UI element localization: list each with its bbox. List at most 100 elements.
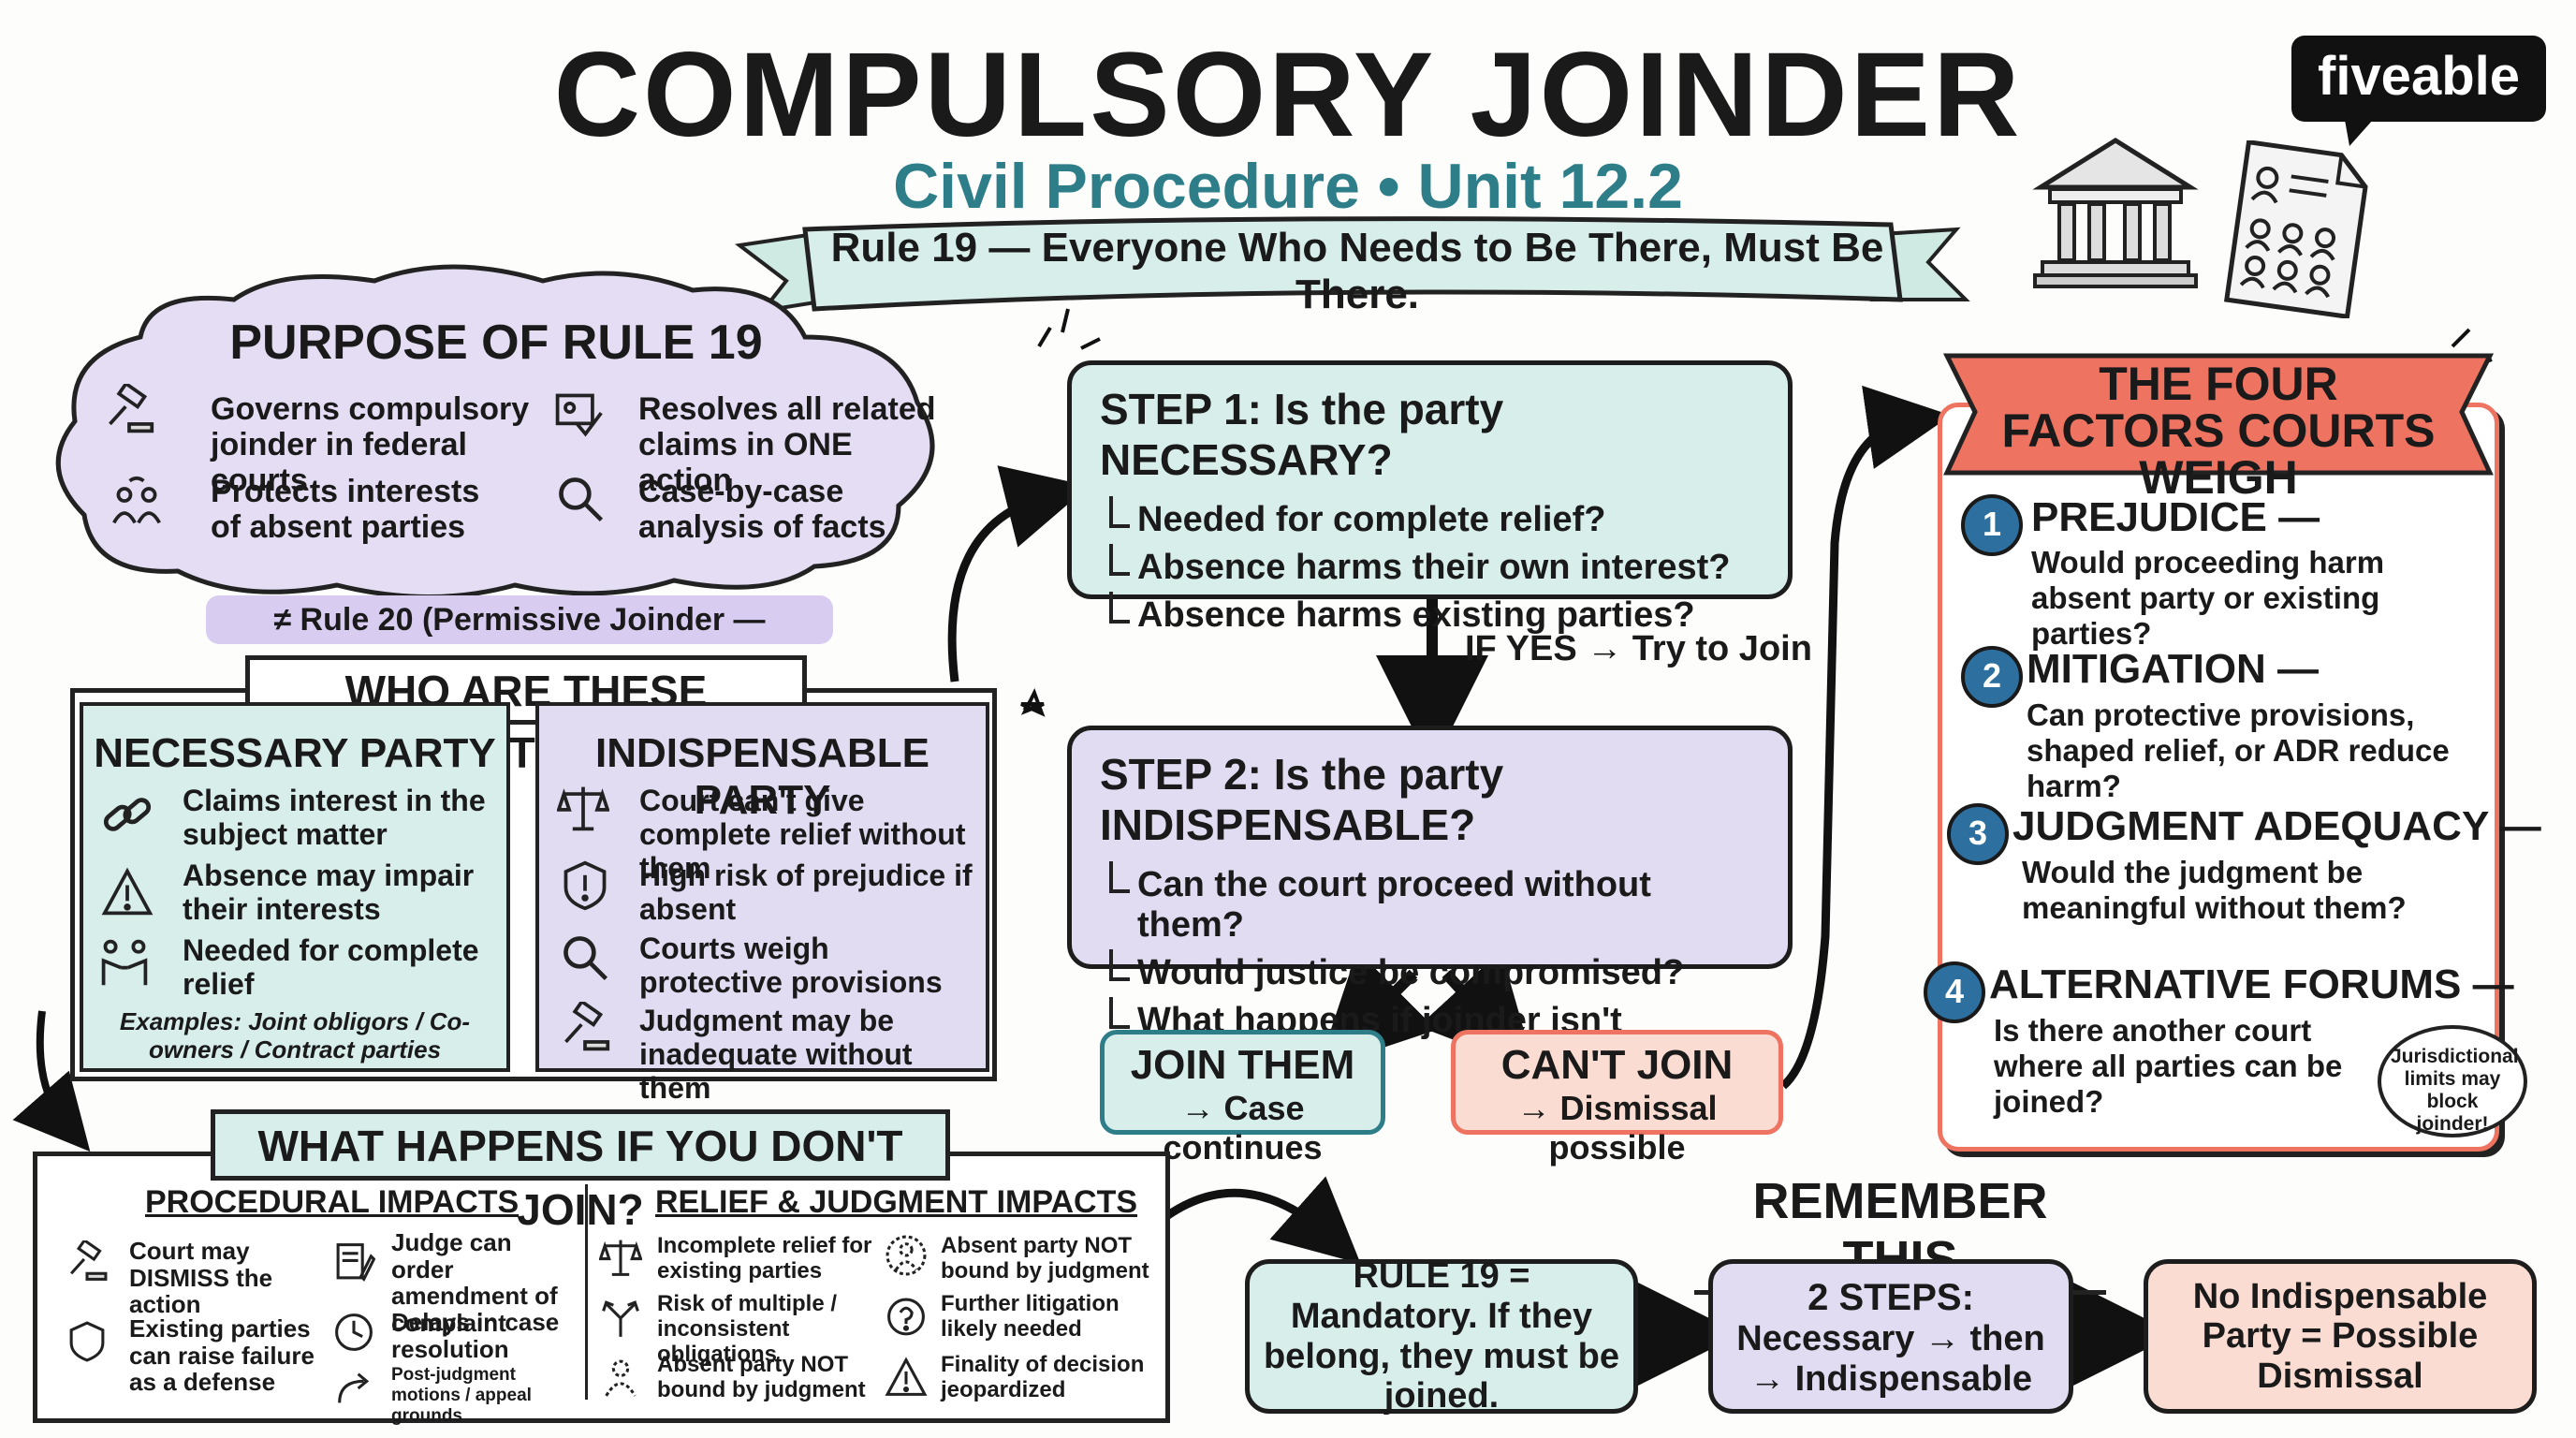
relief-item-text: Incomplete relief for existing parties xyxy=(657,1233,872,1284)
remember-box-2-text: Necessary → then → Indispensable xyxy=(1736,1319,2045,1399)
procedural-item-text: Judge can order amendment of complaint xyxy=(391,1228,558,1337)
chain-link-icon xyxy=(103,798,152,831)
procedural-item-text: Post-judgment motions / appeal grounds xyxy=(391,1365,532,1426)
remember-box-3-text: No Indispensable Party = Possible Dismis… xyxy=(2192,1276,2488,1396)
factors-scroll xyxy=(1938,403,2499,1152)
remember-box-2-head: 2 STEPS: xyxy=(1808,1277,1974,1318)
purpose-item-text: Resolves all related claims in ONE actio… xyxy=(638,391,936,499)
warning-icon xyxy=(101,867,154,916)
factor-body: Would the judgment be meaningful without… xyxy=(2022,855,2407,925)
relief-item-text: Finality of decision jeopardized xyxy=(941,1352,1145,1402)
step1-title: STEP 1: Is the party NECESSARY? xyxy=(1100,385,1504,484)
factors-title-ribbon xyxy=(1942,353,2495,476)
shield-icon xyxy=(69,1321,105,1362)
cant-join-title: CAN'T JOIN xyxy=(1500,1042,1734,1088)
purpose-item-text: Governs compulsory joinder in federal co… xyxy=(211,391,530,499)
alert-shield-icon xyxy=(564,860,607,911)
clock-icon xyxy=(335,1313,373,1351)
factor-number: 2 xyxy=(1961,646,2023,708)
warning-icon xyxy=(885,1357,928,1396)
people-link-icon xyxy=(112,476,161,524)
factor-head: MITIGATION — xyxy=(2027,646,2320,692)
scales-icon xyxy=(557,786,609,831)
factor-head: JUDGMENT ADEQUACY — xyxy=(2012,803,2541,849)
indispensable-item-text: Judgment may be inadequate without them xyxy=(639,1004,913,1105)
join-them-title: JOIN THEM xyxy=(1130,1042,1355,1088)
factor-body: Can protective provisions, shaped relief… xyxy=(2027,697,2450,803)
factors-title: THE FOUR FACTORS COURTS WEIGH xyxy=(2001,358,2436,504)
page-title: COMPULSORY JOINDER xyxy=(553,28,2023,162)
relief-item-text: Absent party NOT bound by judgment xyxy=(657,1352,866,1402)
purpose-item-text: Protects interests of absent parties xyxy=(211,474,480,546)
procedural-item-text: Delays in case resolution xyxy=(391,1308,560,1363)
remember-box-1-text: RULE 19 = Mandatory. If they belong, the… xyxy=(1263,1256,1620,1416)
document-people-icon xyxy=(2223,140,2368,318)
cant-join-box: CAN'T JOIN → Dismissal possible xyxy=(1451,1030,1783,1167)
factor-number: 3 xyxy=(1947,803,2009,865)
necessary-examples: Examples: Joint obligors / Co-owners / C… xyxy=(119,1007,471,1064)
consequences-title: WHAT HAPPENS IF YOU DON'T JOIN? xyxy=(211,1109,950,1234)
scales-icon xyxy=(599,1240,642,1276)
necessary-party-panel xyxy=(80,702,510,1072)
purpose-item-text: Case-by-case analysis of facts xyxy=(638,474,886,546)
person-dashed-icon xyxy=(886,1235,927,1276)
step1-item: Absence harms existing parties? xyxy=(1100,592,1760,636)
handshake-icon xyxy=(101,939,148,986)
join-them-sub: → Case continues xyxy=(1163,1089,1323,1167)
necessary-item-text: Absence may impair their interests xyxy=(183,858,475,926)
procedural-item-text: Existing parties can raise failure as a … xyxy=(129,1314,315,1397)
necessary-party-title: NECESSARY PARTY xyxy=(94,730,496,776)
relief-item-text: Risk of multiple / inconsistent obligati… xyxy=(657,1291,838,1367)
necessary-item-text: Claims interest in the subject matter xyxy=(183,784,486,851)
purpose-cloud xyxy=(55,264,935,599)
checklist-icon xyxy=(555,393,603,437)
step2-box: STEP 2: Is the party INDISPENSABLE? Can … xyxy=(1067,726,1793,1080)
step2-title: STEP 2: Is the party INDISPENSABLE? xyxy=(1100,750,1504,849)
person-icon xyxy=(605,1359,637,1397)
remember-box-2: 2 STEPS: Necessary → then → Indispensabl… xyxy=(1708,1259,2073,1414)
relief-title: RELIEF & JUDGMENT IMPACTS xyxy=(655,1184,1138,1220)
step2-item: Would justice be compromised? xyxy=(1100,949,1760,993)
step1-box: STEP 1: Is the party NECESSARY? Needed f… xyxy=(1067,360,1793,635)
logo-tail xyxy=(2345,120,2373,146)
gavel-icon xyxy=(69,1240,108,1281)
procedural-title: PROCEDURAL IMPACTS xyxy=(145,1184,520,1220)
factor-number: 1 xyxy=(1961,494,2023,556)
indispensable-party-title: INDISPENSABLE PARTY xyxy=(595,730,929,823)
step1-item: Absence harms their own interest? xyxy=(1100,544,1760,588)
relief-item-text: Further litigation likely needed xyxy=(941,1291,1120,1342)
courthouse-icon xyxy=(2032,138,2199,288)
indispensable-item-text: High risk of prejudice if absent xyxy=(639,858,973,926)
factor-number: 4 xyxy=(1924,961,1985,1023)
purpose-title: PURPOSE OF RULE 19 xyxy=(229,315,763,370)
relief-item-text: Absent party NOT bound by judgment xyxy=(941,1233,1149,1284)
step2-item: Can the court proceed without them? xyxy=(1100,861,1760,946)
indispensable-item-text: Courts weigh protective provisions xyxy=(639,932,943,999)
consequences-frame xyxy=(33,1152,1170,1423)
gavel-icon xyxy=(109,384,154,433)
indispensable-item-text: Court can't give complete relief without… xyxy=(639,784,966,885)
indispensable-party-panel xyxy=(535,702,989,1072)
join-them-box: JOIN THEM → Case continues xyxy=(1100,1030,1385,1167)
necessary-item-text: Needed for complete relief xyxy=(183,933,479,1001)
banner-text: Rule 19 — Everyone Who Needs to Be There… xyxy=(830,225,1884,317)
step1-item: Needed for complete relief? xyxy=(1100,496,1760,540)
document-edit-icon xyxy=(336,1243,375,1282)
magnifier-icon xyxy=(564,936,608,981)
consequences-divider xyxy=(585,1184,588,1400)
return-arrow-icon xyxy=(338,1372,370,1403)
question-icon xyxy=(887,1298,925,1336)
magnifier-icon xyxy=(559,477,604,522)
factor-body: Is there another court where all parties… xyxy=(1994,1013,2343,1119)
procedural-item-text: Court may DISMISS the action xyxy=(129,1237,273,1319)
page-subtitle: Civil Procedure • Unit 12.2 xyxy=(893,151,1683,222)
fiveable-logo: fiveable xyxy=(2291,36,2546,122)
factor-head: ALTERNATIVE FORUMS — xyxy=(1989,961,2514,1007)
gavel-icon xyxy=(564,1002,610,1051)
factor-body: Would proceeding harm absent party or ex… xyxy=(2031,545,2385,651)
rule20-note: ≠ Rule 20 (Permissive Joinder — optional… xyxy=(206,595,833,686)
remember-box-3: No Indispensable Party = Possible Dismis… xyxy=(2144,1259,2537,1414)
cant-join-sub: → Dismissal possible xyxy=(1516,1089,1718,1167)
factor-head: PREJUDICE — xyxy=(2031,494,2320,540)
